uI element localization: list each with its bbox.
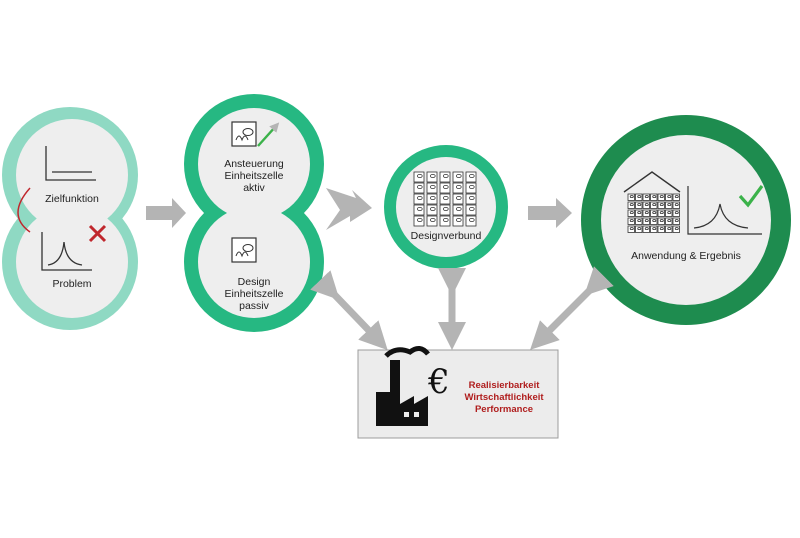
- label-ansteuerung: Ansteuerung Einheitszelle aktiv: [224, 158, 284, 194]
- label-anwendung: Anwendung & Ergebnis: [631, 250, 741, 262]
- stage-4-node: [581, 115, 791, 325]
- stage-3-node: [384, 145, 508, 269]
- arrow-1-2: [146, 198, 186, 228]
- factory-icon: [376, 346, 430, 426]
- line-chart-icon: [45, 146, 96, 181]
- constraint-arrows: [310, 266, 614, 351]
- label-design: Design Einheitszelle passiv: [224, 276, 284, 312]
- label-problem: Problem: [52, 278, 92, 290]
- label-performance: Performance: [474, 404, 534, 415]
- label-realisierbarkeit: Realisierbarkeit: [468, 380, 540, 391]
- result-chart-icon: [687, 186, 762, 235]
- label-zielfunktion: Zielfunktion: [45, 193, 99, 205]
- loop-arrow-icon: [17, 187, 31, 233]
- label-designverbund: Designverbund: [410, 230, 482, 242]
- arrow-3-4: [528, 198, 572, 228]
- arrow-stage4-box: [530, 266, 614, 350]
- euro-symbol: €: [428, 362, 450, 402]
- arrow-2-3: [326, 188, 372, 230]
- cell-grid-icon: [413, 171, 477, 227]
- spring-cell-icon: [231, 121, 257, 147]
- building-icon: [623, 171, 681, 233]
- peak-curve-icon: [41, 232, 92, 271]
- spring-cell-icon: [231, 237, 257, 263]
- constraints-box: [357, 346, 559, 439]
- label-wirtschaftlichkeit: Wirtschaftlichkeit: [464, 392, 544, 403]
- stage-2-node: [184, 94, 324, 332]
- growth-arrow-icon: [257, 122, 280, 147]
- arrow-stage2-box: [310, 270, 388, 351]
- flow-arrows: [146, 188, 572, 230]
- cross-icon: [88, 224, 107, 243]
- stage-1-node: [2, 107, 138, 330]
- check-icon: [738, 185, 764, 208]
